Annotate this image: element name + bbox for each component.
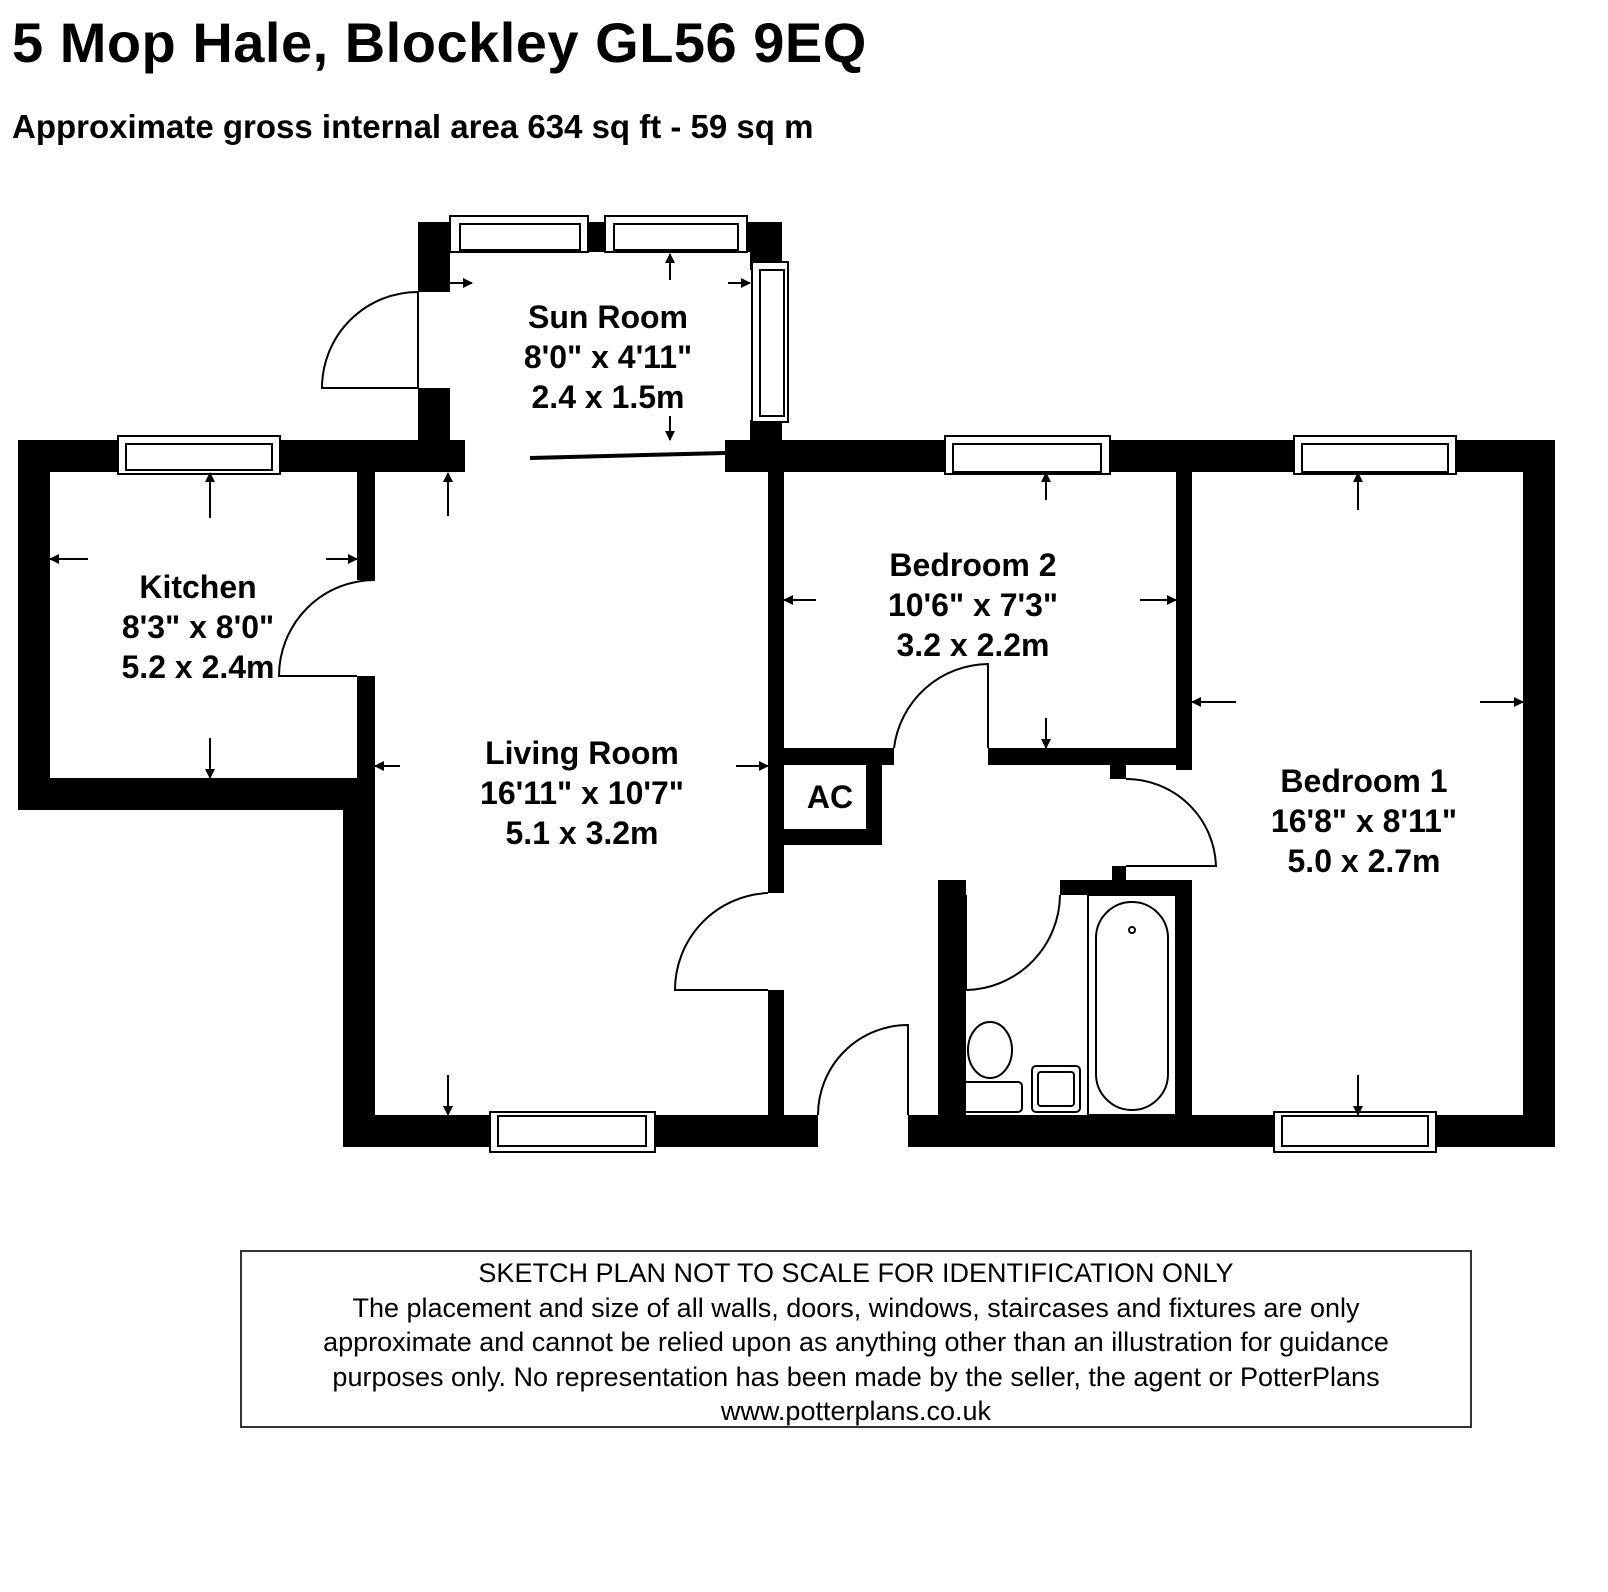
room-dimensions-metric: 2.4 x 1.5m (532, 379, 685, 415)
room-dimensions-metric: 5.1 x 3.2m (506, 815, 659, 851)
sink-icon (1031, 1065, 1081, 1113)
disclaimer-text: approximate and cannot be relied upon as… (323, 1327, 1389, 1357)
website-link[interactable]: www.potterplans.co.uk (720, 1396, 992, 1426)
property-address-title: 5 Mop Hale, Blockley GL56 9EQ (12, 11, 867, 74)
room-bedroom-2: Bedroom 2 10'6" x 7'3" 3.2 x 2.2m (888, 547, 1058, 663)
room-airing-cupboard: AC (807, 779, 853, 815)
disclaimer-heading: SKETCH PLAN NOT TO SCALE FOR IDENTIFICAT… (478, 1258, 1234, 1288)
room-name: Bedroom 1 (1280, 763, 1447, 799)
room-dimensions-imperial: 16'8" x 8'11" (1271, 803, 1457, 839)
room-sun-room: Sun Room 8'0" x 4'11" 2.4 x 1.5m (524, 299, 692, 415)
room-kitchen: Kitchen 8'3" x 8'0" 5.2 x 2.4m (122, 569, 275, 685)
room-name: Living Room (485, 735, 679, 771)
room-name: AC (807, 779, 853, 815)
room-dimensions-metric: 3.2 x 2.2m (897, 627, 1050, 663)
gross-internal-area: Approximate gross internal area 634 sq f… (12, 108, 814, 145)
doors (277, 291, 1218, 1116)
room-dimensions-metric: 5.0 x 2.7m (1288, 843, 1441, 879)
room-dimensions-metric: 5.2 x 2.4m (122, 649, 275, 685)
dimension-arrows (49, 253, 1524, 1116)
room-name: Bedroom 2 (889, 547, 1056, 583)
disclaimer-text: purposes only. No representation has bee… (332, 1361, 1380, 1392)
windows (117, 215, 1457, 1153)
bathroom-fixtures (957, 894, 1177, 1116)
room-dimensions-imperial: 8'3" x 8'0" (122, 609, 274, 645)
room-dimensions-imperial: 8'0" x 4'11" (524, 339, 692, 375)
room-dimensions-imperial: 16'11" x 10'7" (480, 775, 684, 811)
disclaimer-box: SKETCH PLAN NOT TO SCALE FOR IDENTIFICAT… (240, 1250, 1472, 1428)
bathtub-icon (1087, 894, 1177, 1116)
toilet-icon (967, 1021, 1013, 1079)
room-living-room: Living Room 16'11" x 10'7" 5.1 x 3.2m (480, 735, 684, 851)
room-bedroom-1: Bedroom 1 16'8" x 8'11" 5.0 x 2.7m (1271, 763, 1457, 879)
room-dimensions-imperial: 10'6" x 7'3" (888, 587, 1058, 623)
room-name: Kitchen (139, 569, 256, 605)
disclaimer-text: The placement and size of all walls, doo… (352, 1292, 1360, 1323)
room-name: Sun Room (528, 299, 688, 335)
